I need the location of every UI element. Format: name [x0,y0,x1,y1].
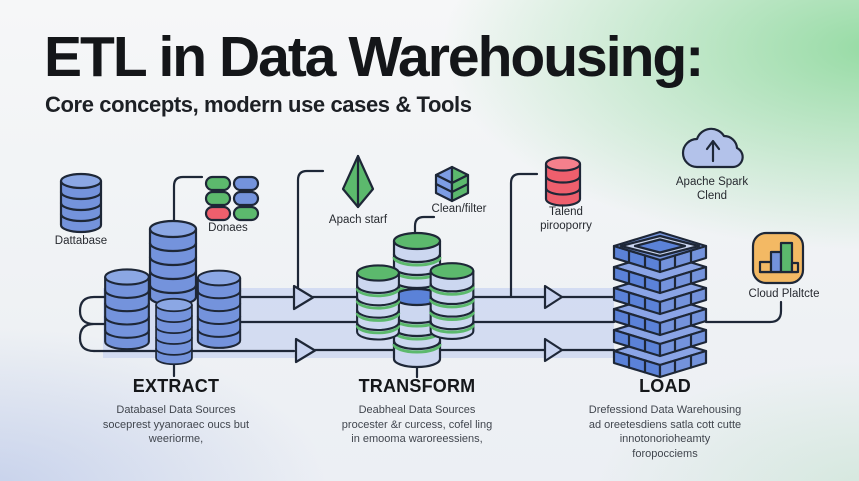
stage-load: LOAD Drefessiond Data Warehousing ad ore… [550,376,780,461]
stage-transform: TRANSFORM Deabheal Data Sources proceste… [307,376,527,447]
spark-cloud-label-line2: Clend [696,190,728,202]
green-kite-icon [341,154,375,209]
spark-cloud-label-line1: Apache Spark [675,176,749,188]
stage-transform-line3: in emooma waroreessiens, [351,433,483,445]
flow-arrows [292,284,564,364]
cloud-upload-icon [681,127,744,169]
stage-load-line1: Drefessiond Data Warehousing [588,404,742,416]
stage-transform-title: TRANSFORM [358,376,476,396]
page-title: ETL in Data Warehousing: [44,25,704,89]
stage-load-line4: foropocciems [632,447,698,460]
stage-extract-title: EXTRACT [132,376,220,396]
stage-transform-line1: Deabheal Data Sources [358,404,476,416]
page-subtitle: Core concepts, modern use cases & Tools [45,92,472,117]
stage-extract-line1: Databasel Data Sources [116,404,236,416]
talend-label: Talend pirooporry [521,205,611,233]
red-database-icon [544,156,582,207]
database-label: Dattabase [54,235,108,247]
database-cylinder-icon [59,172,103,234]
spark-kite-label: Apach starf [328,214,388,226]
stage-extract-line2: soceprest yyanoraec oucs but [102,418,250,431]
talend-label-line2: pirooporry [540,220,592,232]
cloud-platform-label: Cloud Plaltcte [748,288,820,300]
talend-label-line1: Talend [549,206,583,218]
stage-load-line2: ad oreetesdiens satla cott cutte [588,418,742,431]
stage-load-title: LOAD [639,376,691,396]
stage-load-line3: innotonorioheamty [619,433,711,445]
stage-transform-line2: procester &r curcess, cofel ling [341,418,493,431]
data-pills-grid-icon [204,175,260,222]
stage-extract: EXTRACT Databasel Data Sources soceprest… [66,376,286,447]
clean-filter-label: Clean/filter [431,203,487,215]
iso-cube-icon [434,165,470,203]
spark-cloud-label: Apache Spark Clend [657,175,767,203]
data-pills-label: Donaes [208,222,248,234]
load-warehouse-tower [612,230,708,379]
stage-extract-line3: weeriorme, [148,433,204,445]
extract-database-stacks [104,219,242,366]
bar-chart-icon [751,231,805,285]
flow-lines [78,169,783,379]
